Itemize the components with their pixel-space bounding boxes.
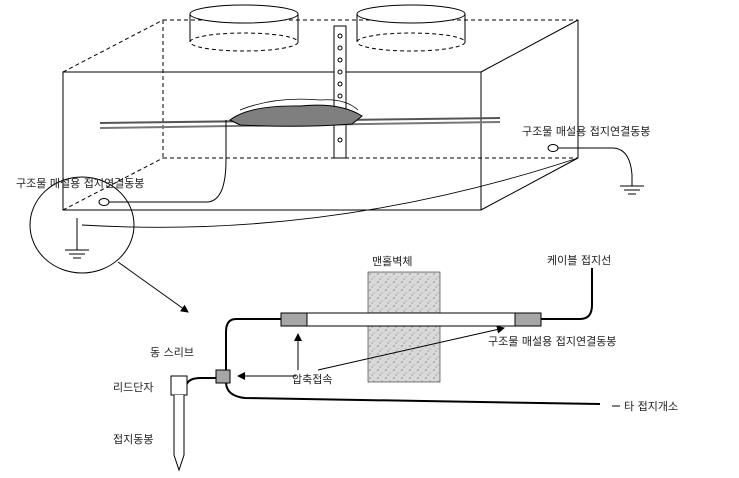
box-ground-connections xyxy=(65,120,644,259)
manhole-box xyxy=(62,19,579,211)
label-copper-sleeve: 동 스리브 xyxy=(150,346,194,359)
label-upper-left-rod: 구조물 매설용 접지연결동봉 xyxy=(16,177,144,190)
manhole-ladder xyxy=(333,25,347,159)
label-cable-ground-wire: 케이블 접지선 xyxy=(547,254,611,267)
ground-wires xyxy=(185,268,601,405)
manhole-wall xyxy=(367,271,441,383)
label-compression-joint: 압축접속 xyxy=(292,373,332,386)
label-lower-rod: 구조물 매설용 접지연결동봉 xyxy=(488,335,616,348)
label-manhole-wall: 맨홀벽체 xyxy=(372,255,412,268)
ground-rod-detail xyxy=(170,375,188,472)
label-lead-terminal: 리드단자 xyxy=(113,381,153,394)
manhole-cables xyxy=(99,98,501,129)
detail-arrow xyxy=(117,261,189,313)
label-upper-right-rod: 구조물 매설용 접지연결동봉 xyxy=(522,125,650,138)
detail-circle xyxy=(29,176,135,274)
manhole-cover-left xyxy=(189,4,299,52)
copper-sleeve xyxy=(215,369,231,384)
manhole-cover-right xyxy=(356,4,466,52)
label-other-ground: 타 접지개소 xyxy=(624,400,678,413)
ground-rod-pipe xyxy=(280,312,542,327)
label-ground-rod: 접지동봉 xyxy=(113,433,153,446)
pointer-lines xyxy=(237,325,620,407)
